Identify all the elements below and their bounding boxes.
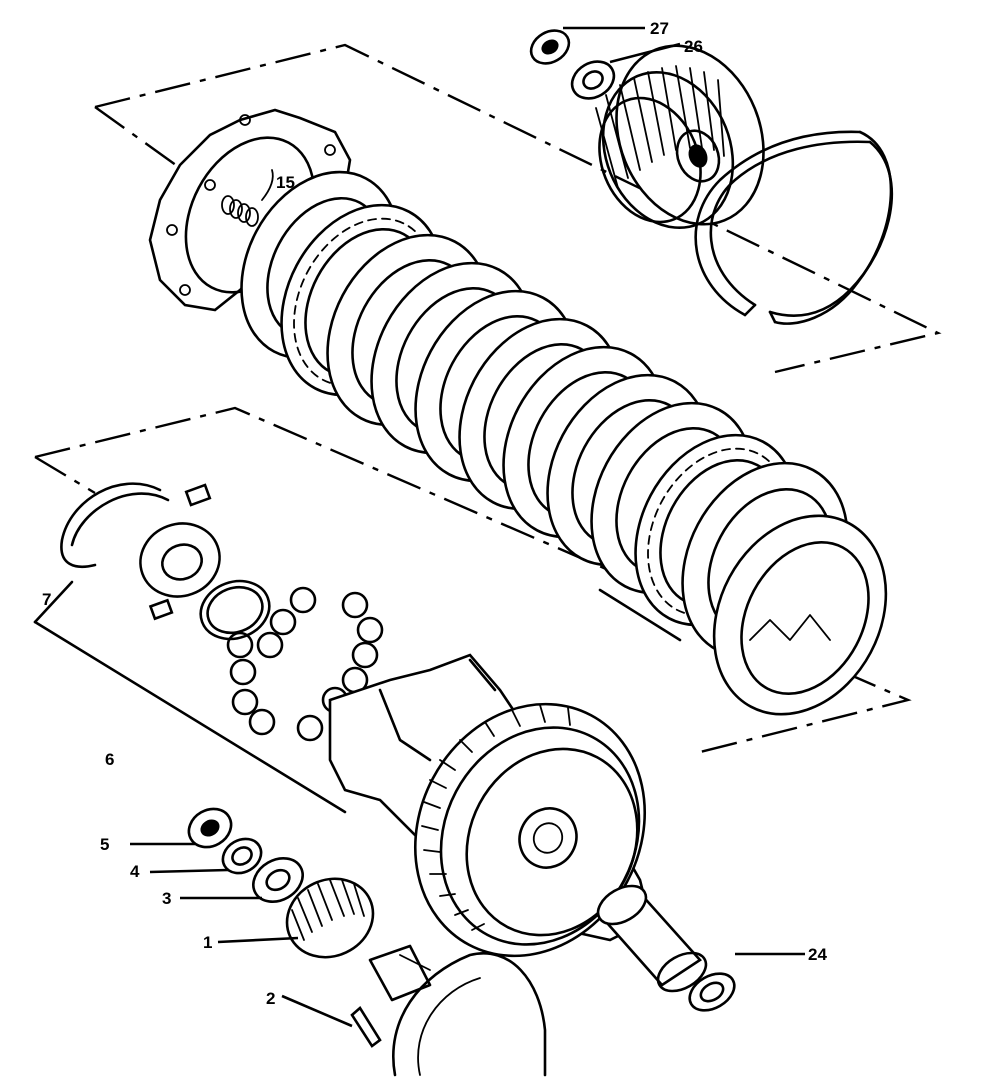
sleeve <box>596 884 708 993</box>
nut-part-5 <box>187 807 233 849</box>
callout-4: 4 <box>130 862 140 881</box>
lower-assembly-frame <box>33 406 912 814</box>
callout-27: 27 <box>650 19 669 38</box>
callout-1: 1 <box>203 933 212 952</box>
callout-24: 24 <box>808 945 827 964</box>
clutch-disc-stack <box>240 170 888 716</box>
callout-7: 7 <box>42 590 51 609</box>
retaining-ring-upper <box>694 130 894 325</box>
pin <box>598 588 682 642</box>
roller-hub <box>139 483 221 621</box>
callout-3: 3 <box>162 889 171 908</box>
washer-part-24 <box>688 972 736 1012</box>
crank-cover <box>392 952 547 1077</box>
clutch-basket <box>328 653 652 958</box>
clutch-rollers <box>226 586 384 742</box>
callout-6: 6 <box>105 750 114 769</box>
washer-part-3 <box>252 857 304 903</box>
callout-26: 26 <box>684 37 703 56</box>
end-plate <box>712 514 888 716</box>
drive-gear-part-1 <box>285 877 375 959</box>
washer-part-4 <box>221 837 263 875</box>
leader-lines <box>130 26 805 1028</box>
spring-part-15 <box>221 169 274 227</box>
callout-5: 5 <box>100 835 109 854</box>
callout-15: 15 <box>276 173 295 192</box>
washer-part-26 <box>570 60 616 100</box>
callout-labels: 27 26 15 7 6 5 4 3 1 2 24 <box>42 19 827 1008</box>
o-ring <box>199 579 271 641</box>
nut-part-27 <box>529 29 571 65</box>
key-part-2 <box>350 1006 382 1048</box>
shaft <box>368 944 432 1002</box>
clutch-hub-drum <box>595 44 765 230</box>
snap-ring-part-7 <box>60 482 170 569</box>
callout-2: 2 <box>266 989 275 1008</box>
